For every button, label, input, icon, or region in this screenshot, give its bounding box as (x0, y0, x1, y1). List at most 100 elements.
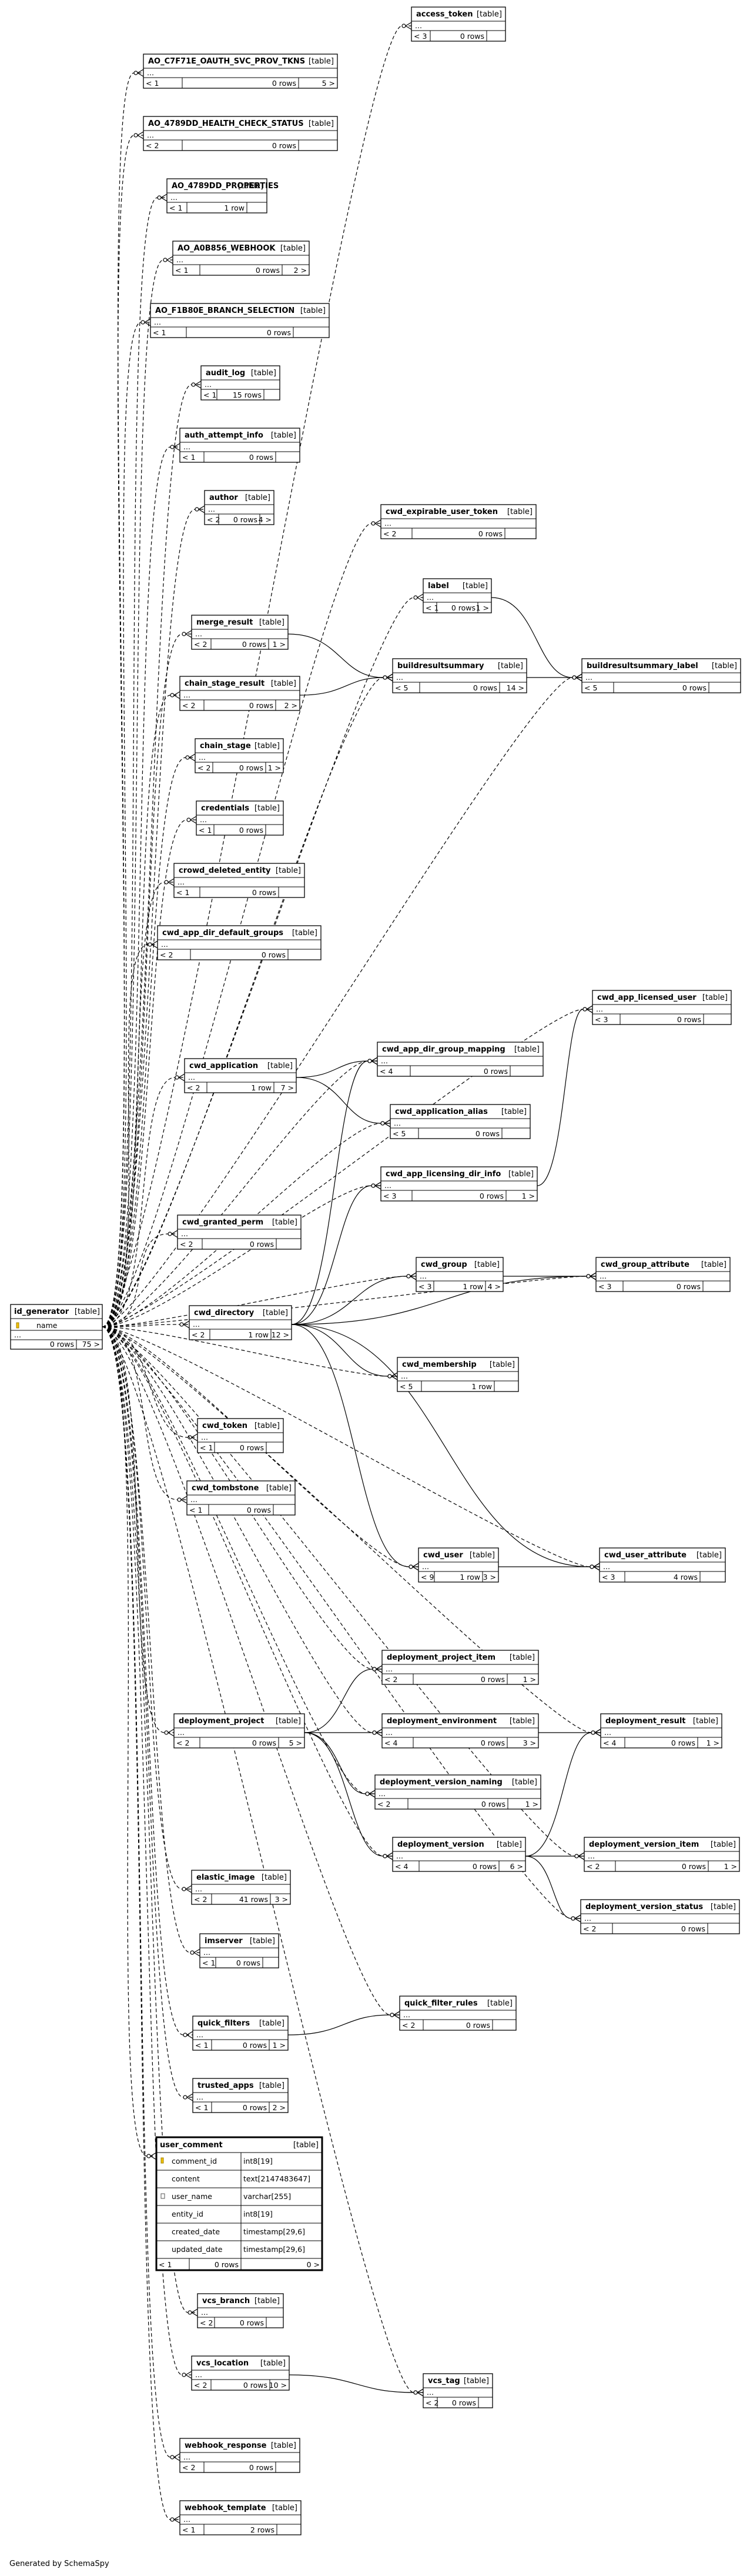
optional-marker (163, 258, 168, 262)
implied-relationship-line (102, 882, 174, 1327)
child-count: 3 > (275, 1895, 288, 1904)
table-name: deployment_project (179, 1717, 264, 1726)
optional-marker (182, 2373, 186, 2377)
row-count: 0 rows (236, 1958, 260, 1967)
optional-marker (582, 1007, 587, 1012)
relationship-line (525, 1732, 601, 1857)
table-ao-c7f71e-oauth-svc-prov-tkns[interactable]: AO_C7F71E_OAUTH_SVC_PROV_TKNS[table]...<… (143, 54, 338, 89)
table-name: deployment_version_naming (380, 1778, 503, 1787)
column-ellipsis: ... (195, 629, 202, 638)
table-kind-label: [table] (512, 1778, 537, 1787)
parent-count: < 2 (176, 1739, 189, 1747)
child-count: 7 > (281, 1083, 294, 1092)
optional-marker (164, 1730, 169, 1735)
table-border (580, 1899, 740, 1934)
table-kind-label: [table] (701, 1260, 726, 1269)
optional-marker (164, 880, 169, 885)
column-name: content (172, 2174, 200, 2183)
table-ao-4789dd-health-check-status[interactable]: AO_4789DD_HEALTH_CHECK_STATUS[table]...<… (143, 116, 338, 151)
table-kind-label: [table] (255, 804, 280, 813)
table-border (179, 428, 300, 463)
table-kind-label: [table] (262, 1873, 287, 1882)
column-ellipsis: ... (203, 1948, 210, 1957)
table-border (179, 676, 300, 711)
implied-relationship-line (102, 25, 411, 1327)
table-name: cwd_directory (194, 1309, 255, 1317)
optional-marker (170, 2517, 175, 2522)
row-count: 0 rows (451, 603, 476, 612)
table-border (191, 2355, 290, 2391)
child-count: 4 > (488, 1282, 501, 1291)
child-count: 1 > (476, 603, 489, 612)
table-border (377, 1042, 544, 1077)
parent-count: < 5 (584, 683, 597, 692)
table-name: deployment_version_item (589, 1840, 699, 1849)
implied-relationship-line (102, 1326, 197, 1438)
implied-relationship-line (102, 1060, 377, 1327)
row-count: 0 rows (239, 763, 263, 772)
parent-count: < 2 (377, 1800, 390, 1808)
column-type: timestamp[29,6] (243, 2245, 305, 2254)
table-name: cwd_app_dir_group_mapping (382, 1045, 505, 1054)
column-type: int8[19] (243, 2210, 273, 2218)
table-border (184, 1058, 297, 1093)
implied-relationship-line (102, 1326, 584, 1857)
child-count: 2 > (273, 2103, 286, 2112)
implied-relationship-line (102, 1326, 156, 2157)
generated-by-footer: Generated by SchemaSpy (9, 2560, 109, 2568)
table-border (392, 1837, 526, 1872)
